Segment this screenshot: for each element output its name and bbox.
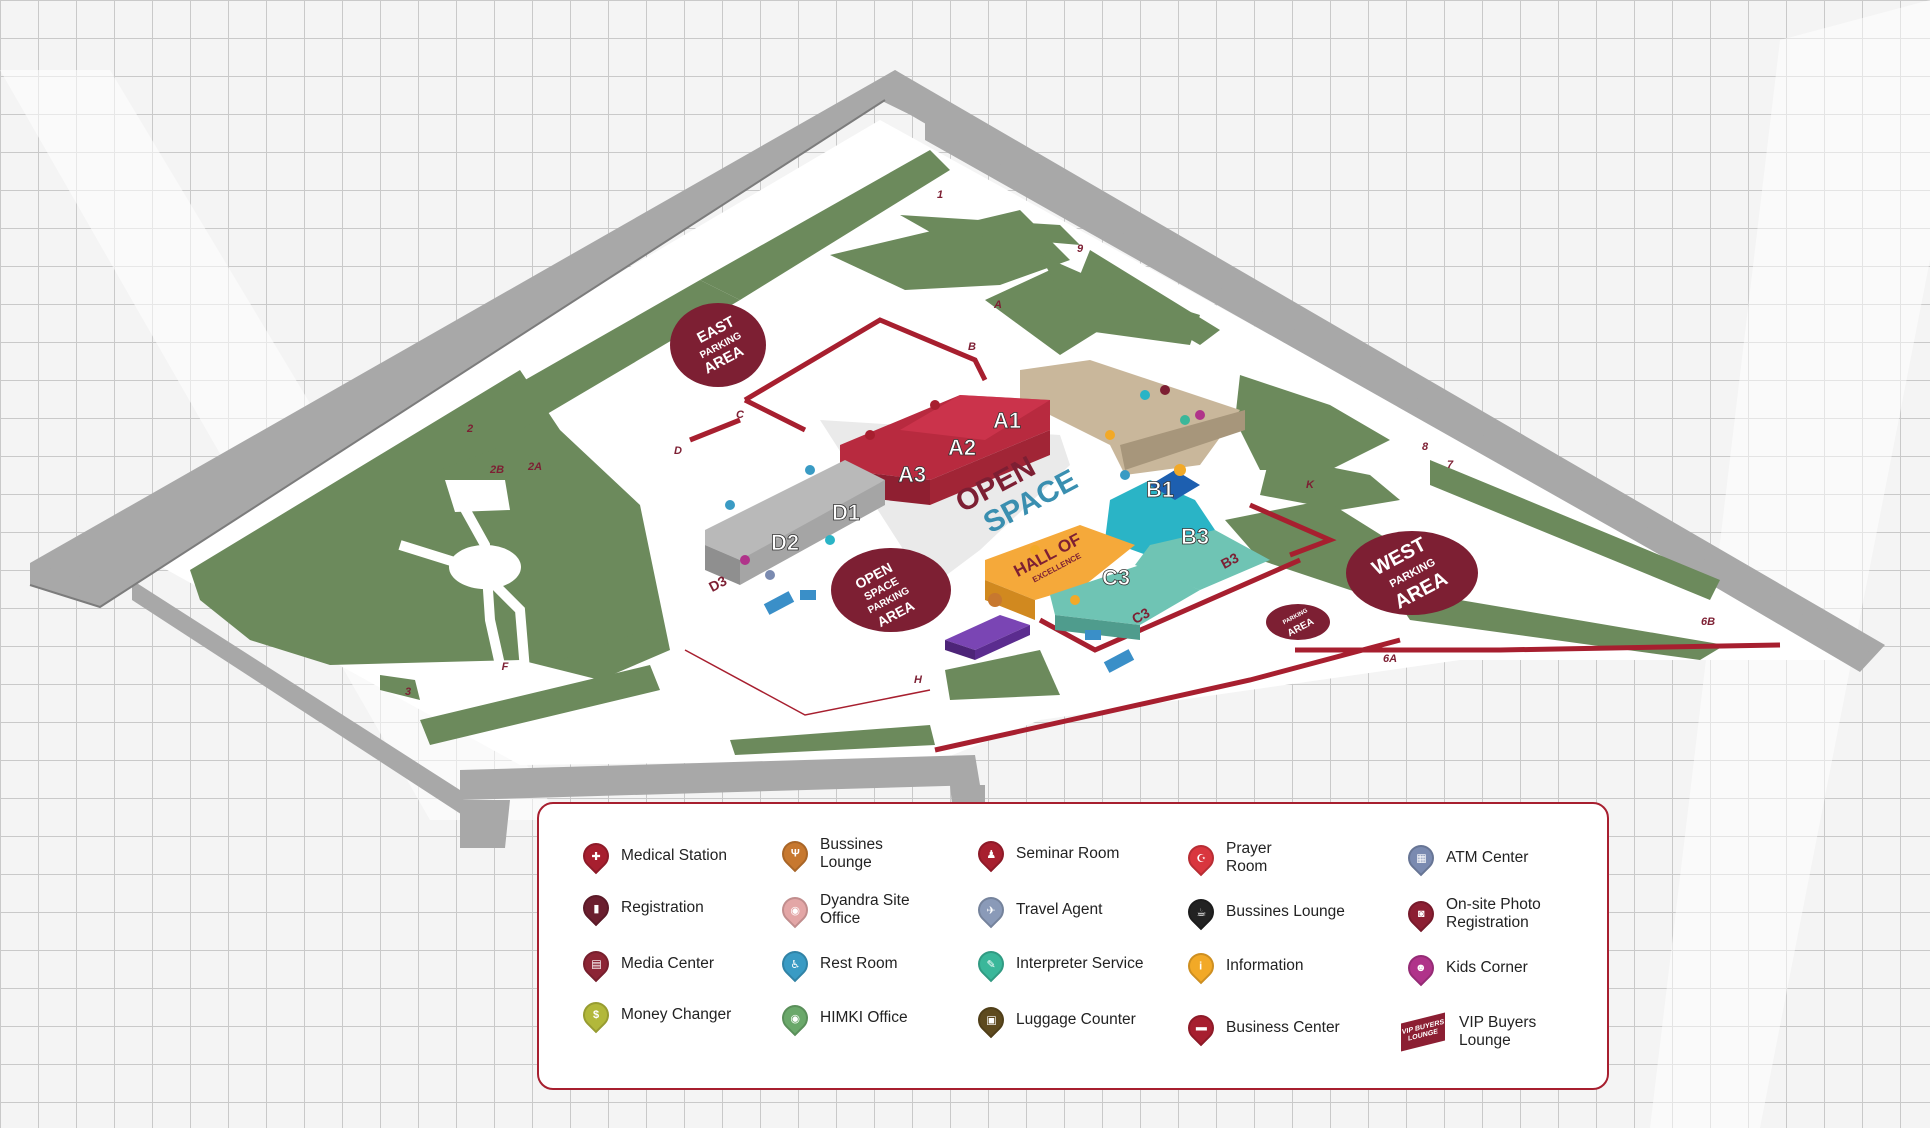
legend-item-seminar-room: ♟ Seminar Room [972,835,1119,873]
inner-road [398,540,530,671]
legend-item-information: i Information [1182,947,1304,985]
hall-a2-label: A2 [948,435,976,460]
open-space-parking-circle [831,548,951,632]
hall-d1-label: D1 [832,500,860,525]
business-lounge-fork-icon: Ψ [776,835,814,873]
legend-item-prayer-room: ☪ Prayer Room [1182,839,1286,877]
hall-c3-entrance-label: C3 [1129,604,1153,627]
road-edge [29,99,886,609]
interpreter-icon: ✎ [972,945,1010,983]
gate-b-label: B [968,341,976,353]
registration-icon: ▮ [577,889,615,927]
luggage-icon: ▣ [972,1001,1010,1039]
hall-d-buildings [705,460,885,585]
gate-a-label: A [993,299,1002,311]
outer-road [30,70,1885,848]
gate-d-label: D [674,445,682,457]
medical-icon: ✚ [577,837,615,875]
hall-b-buildings [1105,470,1270,590]
legend-item-registration: ▮ Registration [577,889,704,927]
gate-2-label: 2 [466,423,473,435]
gate-9-label: 9 [1077,243,1084,255]
prayer-room-icon: ☪ [1182,839,1220,877]
gate-3-label: 3 [405,686,411,698]
hall-c-buildings [1050,565,1200,640]
hall-b3-label: B3 [1181,524,1209,549]
east-parking-circle [670,303,766,387]
dyandra-office-icon: ◉ [776,891,814,929]
legend-item-media-center: ▤ Media Center [577,945,714,983]
legend-item-atm-center: ▦ ATM Center [1402,839,1528,877]
legend-item-photo-registration: ◙ On-site Photo Registration [1402,895,1556,933]
gate-k-label: K [1306,479,1315,491]
legend-item-travel-agent: ✈ Travel Agent [972,891,1102,929]
atm-icon: ▦ [1402,839,1440,877]
purple-building [945,615,1030,660]
business-lounge-icon: ☕ [1182,893,1220,931]
money-changer-icon: $ [577,996,615,1034]
kids-corner-icon: ☻ [1402,949,1440,987]
gate-2b-label: 2B [489,464,504,476]
information-icon: i [1182,947,1220,985]
gate-8-label: 8 [1422,441,1429,453]
legend-item-dyandra-office: ◉ Dyandra Site Office [776,891,938,929]
hall-d2-label: D2 [771,530,799,555]
gate-2a-label: 2A [527,461,542,473]
legend-item-medical-station: ✚ Medical Station [577,837,727,875]
legend-item-kids-corner: ☻ Kids Corner [1402,949,1528,987]
travel-agent-icon: ✈ [972,891,1010,929]
gate-7-label: 7 [1447,459,1454,471]
legend-item-interpreter-service: ✎ Interpreter Service [972,945,1144,983]
media-center-icon: ▤ [577,945,615,983]
legend-item-business-center: ▬ Business Center [1182,1009,1340,1047]
legend-item-bussines-lounge-1: Ψ Bussines Lounge [776,835,938,873]
gate-6b-label: 6B [1701,616,1715,628]
hall-a3-label: A3 [898,462,926,487]
legend-item-himki-office: ◉ HIMKI Office [776,999,908,1037]
lobby-building [1020,360,1245,475]
hall-b3-entrance-label: B3 [1218,549,1242,572]
parking-circles [670,303,1478,640]
gate-h-label: H [914,674,923,686]
gate-f-label: F [502,661,509,673]
gate-6a-label: 6A [1383,653,1397,665]
business-center-icon: ▬ [1182,1009,1220,1047]
hall-b1-label: B1 [1146,477,1174,502]
legend-item-rest-room: ♿ Rest Room [776,945,898,983]
gate-1-label: 1 [937,189,943,201]
legend-item-money-changer: $ Money Changer [577,996,731,1034]
photo-registration-icon: ◙ [1402,895,1440,933]
gate-c-label: C [736,409,745,421]
legend-item-bussines-lounge-2: ☕ Bussines Lounge [1182,893,1345,931]
hall-c3-label: C3 [1102,565,1130,590]
route-thin [684,649,931,716]
shuttle-markers [763,590,1135,673]
background-band-right [1650,0,1930,1128]
legend-panel: ✚ Medical Station ▮ Registration ▤ Media… [537,802,1609,1090]
seminar-room-icon: ♟ [972,835,1010,873]
central-building-white [445,480,510,512]
small-parking-circle [1266,604,1330,640]
rest-room-icon: ♿ [776,945,814,983]
map-pins [725,385,1205,607]
hall-d3-entrance-label: D3 [706,572,730,595]
himki-office-icon: ◉ [776,999,814,1037]
hall-of-excellence-building [985,525,1135,620]
legend-item-luggage-counter: ▣ Luggage Counter [972,1001,1136,1039]
hall-a1-label: A1 [993,408,1021,433]
west-parking-circle [1346,531,1478,615]
